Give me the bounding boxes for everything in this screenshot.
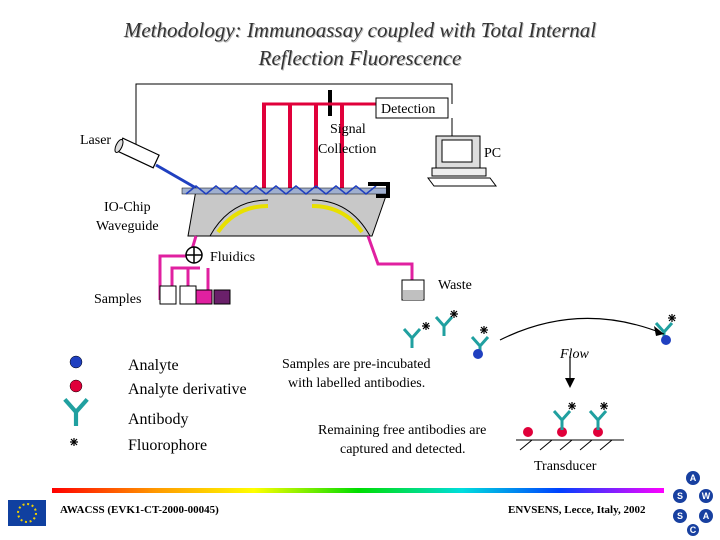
svg-text:C: C — [690, 525, 697, 535]
waste-label: Waste — [438, 278, 472, 293]
outlet-tubing — [366, 235, 414, 286]
eu-flag-icon — [8, 500, 46, 526]
laser-beam — [155, 163, 197, 190]
signal-collection-fibers — [262, 104, 344, 188]
svg-text:W: W — [702, 491, 711, 501]
svg-text:S: S — [677, 491, 683, 501]
preincubated-caption-1: Samples are pre-incubated — [282, 357, 431, 372]
computer-icon — [427, 135, 497, 187]
fluidics-label: Fluidics — [210, 250, 256, 265]
rainbow-divider — [52, 488, 664, 493]
samples-label: Samples — [94, 292, 142, 307]
io-chip — [181, 182, 390, 237]
signal-collection-label-2: Collection — [318, 142, 377, 157]
preincubated-antibodies — [402, 309, 677, 359]
remaining-caption-2: captured and detected. — [340, 442, 466, 457]
legend-fluorophore-icon — [69, 437, 79, 447]
legend-analyte-derivative-label: Analyte derivative — [128, 381, 247, 398]
svg-text:S: S — [677, 511, 683, 521]
title-line-2: Reflection Fluorescence — [258, 46, 462, 70]
pc-label: PC — [484, 146, 502, 161]
footer-right: ENVSENS, Lecce, Italy, 2002 — [508, 504, 646, 516]
envsens-logo-icon: A S W S A C — [673, 466, 714, 536]
inlet-tubing — [158, 235, 198, 300]
legend-analyte-icon — [69, 355, 83, 369]
title-line-1: Methodology: Immunoassay coupled with To… — [123, 18, 597, 42]
flow-label: Flow — [560, 347, 589, 362]
sample-containers — [159, 285, 231, 305]
transducer — [516, 401, 624, 451]
detection-box — [375, 97, 449, 119]
io-chip-label-2: Waveguide — [96, 219, 159, 234]
flow-arrow — [499, 317, 665, 341]
laser-icon — [114, 137, 160, 169]
legend-antibody-label: Antibody — [128, 411, 189, 428]
legend-analyte-derivative-icon — [69, 379, 83, 393]
preincubated-caption-2: with labelled antibodies. — [288, 376, 426, 391]
io-chip-label-1: IO-Chip — [104, 200, 151, 215]
signal-collection-label-1: Signal — [330, 122, 366, 137]
svg-text:A: A — [690, 473, 697, 483]
transducer-label: Transducer — [534, 459, 597, 474]
remaining-caption-1: Remaining free antibodies are — [318, 423, 487, 438]
valve-icon — [185, 246, 203, 264]
laser-label: Laser — [80, 133, 112, 148]
svg-text:A: A — [703, 511, 710, 521]
container-icon — [401, 279, 425, 301]
legend-analyte-label: Analyte — [128, 357, 179, 374]
legend-fluorophore-label: Fluorophore — [128, 437, 208, 454]
detection-label: Detection — [381, 102, 436, 117]
legend-antibody-icon — [65, 399, 87, 426]
footer-left: AWACSS (EVK1-CT-2000-00045) — [60, 504, 219, 516]
